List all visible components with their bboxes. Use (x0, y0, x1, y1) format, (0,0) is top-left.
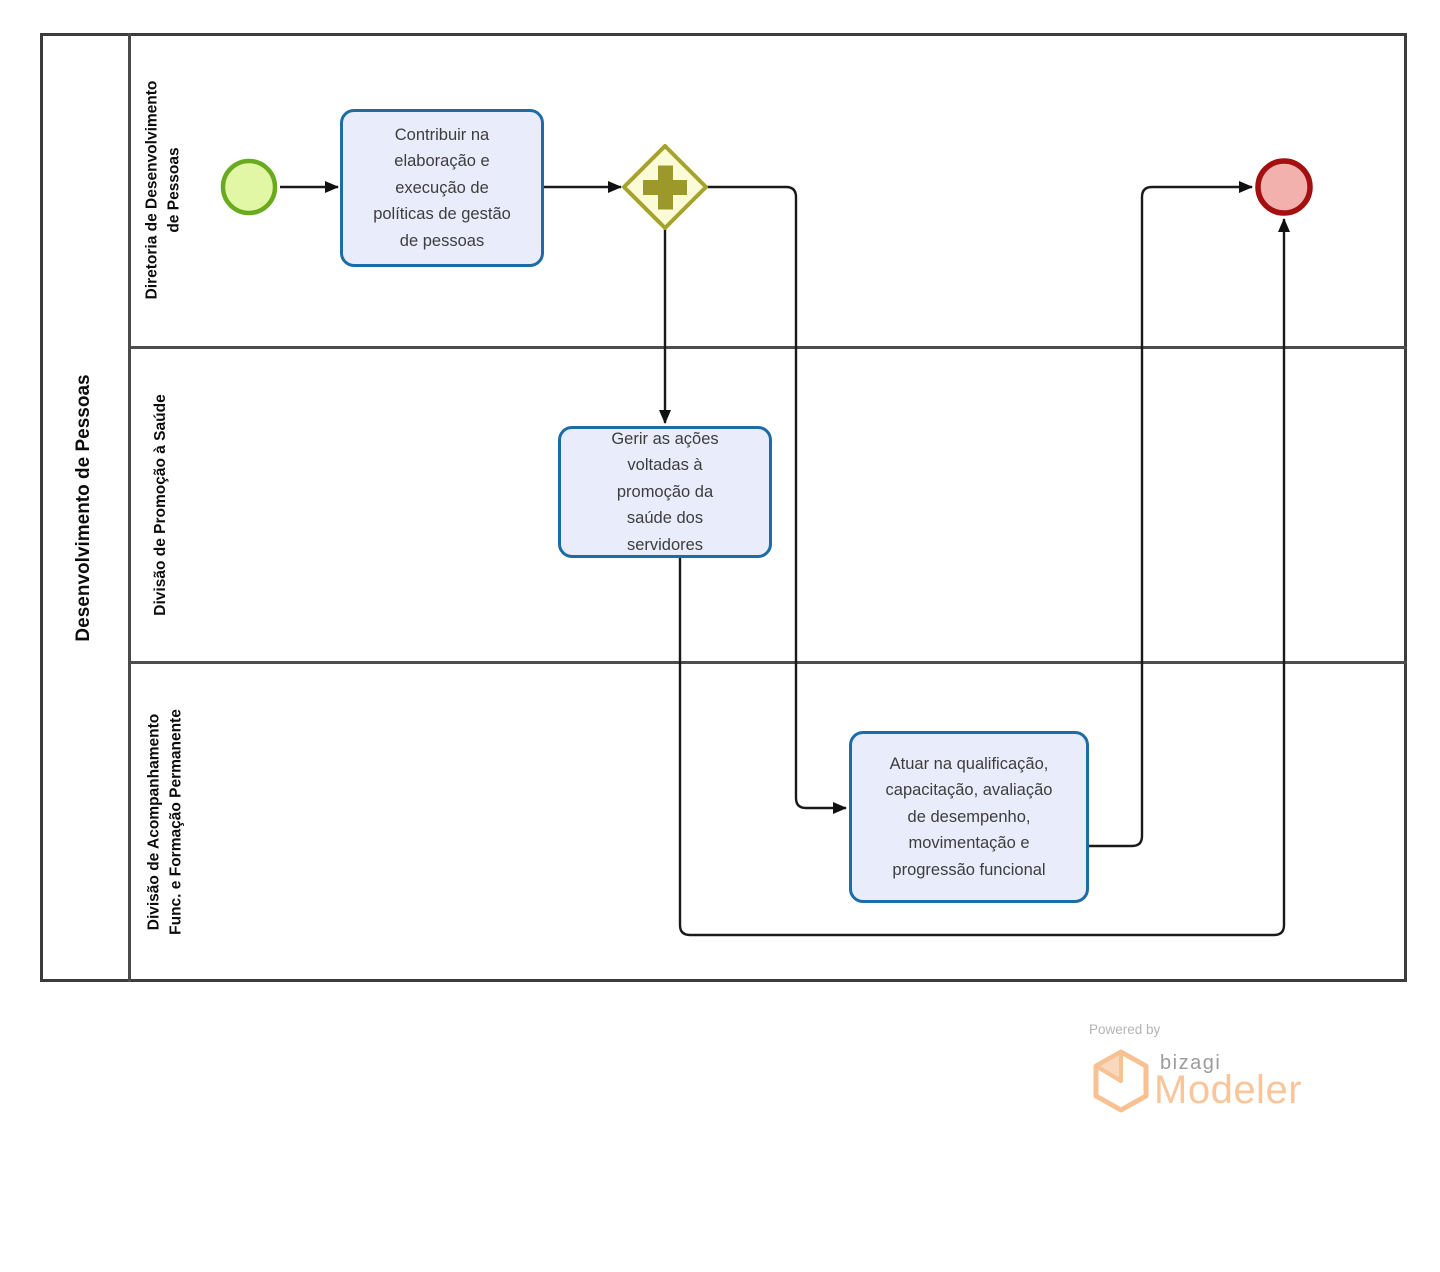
lane-divider (131, 346, 1407, 349)
bizagi-brand-label: bizagi (1160, 1052, 1222, 1074)
parallel-gateway-plus-icon (643, 165, 687, 210)
task-label: Gerir as ações voltadas à promoção da sa… (611, 430, 719, 554)
pool-header-separator (128, 33, 131, 982)
task-label: Atuar na qualificação, capacitação, aval… (885, 755, 1053, 879)
start-event (220, 158, 278, 216)
modeler-product-label: Modeler (1154, 1068, 1303, 1112)
flow-task2-to-end (678, 218, 1290, 937)
flow-gateway-to-task3 (706, 185, 847, 814)
powered-by-label: Powered by (1089, 1022, 1161, 1037)
flow-task3-to-end (1089, 181, 1253, 848)
task-label: Contribuir na elaboração e execução de p… (373, 126, 511, 250)
lane-divider (131, 661, 1407, 664)
pool-border (40, 33, 1407, 982)
task-contribuir: Contribuir na elaboração e execução de p… (340, 109, 544, 267)
end-event (1255, 158, 1313, 216)
task-gerir: Gerir as ações voltadas à promoção da sa… (558, 426, 772, 558)
task-atuar: Atuar na qualificação, capacitação, aval… (849, 731, 1089, 903)
bizagi-hexagon-icon (1093, 1049, 1149, 1113)
